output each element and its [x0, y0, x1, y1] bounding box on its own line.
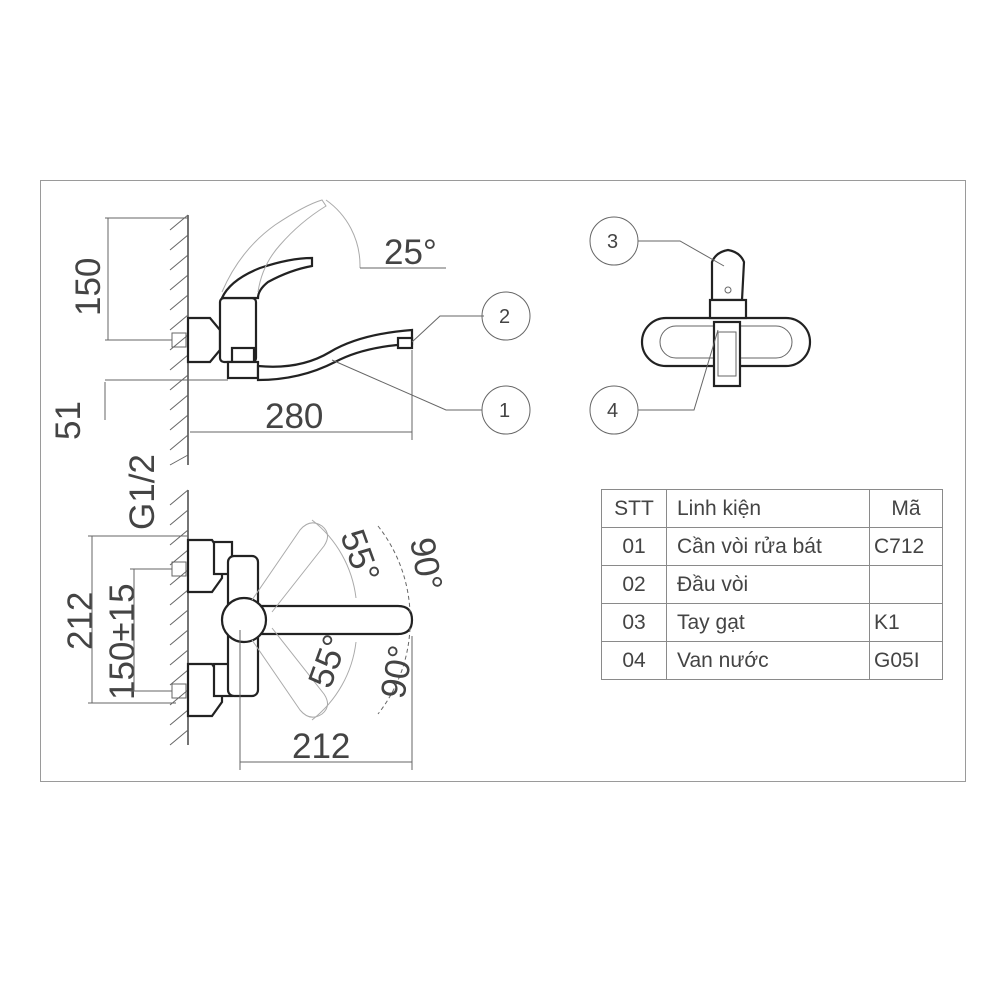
cell-code: K1 [869, 603, 943, 642]
cell-stt: 02 [601, 565, 667, 604]
side-height-label: 150 [69, 258, 108, 316]
callout-circle-3 [589, 216, 639, 266]
cell-component: Tay gạt [666, 603, 870, 642]
table-row: 04 Van nước G05I [601, 641, 943, 680]
callout-4: 4 [607, 400, 618, 422]
cell-code [869, 565, 943, 604]
top-view [640, 248, 812, 388]
callout-1: 1 [499, 400, 510, 422]
table-row: 03 Tay gạt K1 [601, 603, 943, 642]
thread-label: G1/2 [123, 454, 162, 530]
front-view: 150±15 212 G1/2 55° 55° 90° 90° 212 [61, 454, 450, 770]
front-width-label: 212 [292, 727, 350, 766]
cell-code: C712 [869, 527, 943, 566]
cell-code: G05I [869, 641, 943, 680]
parts-table: STT Linh kiện Mã 01 Cần vòi rửa bát C712… [601, 489, 943, 680]
callouts: 2 1 3 4 [331, 216, 725, 435]
header-code: Mã [869, 489, 943, 528]
side-length-label: 280 [265, 397, 323, 436]
callout-circle-2 [481, 291, 531, 341]
cell-component: Van nước [666, 641, 870, 680]
swivel-angle-bottom-label: 55° [301, 630, 356, 693]
drawing-frame [40, 180, 966, 782]
table-row: 01 Cần vòi rửa bát C712 [601, 527, 943, 566]
cell-component: Cần vòi rửa bát [666, 527, 870, 566]
front-height-label: 212 [61, 592, 100, 650]
side-offset-label: 51 [49, 401, 88, 440]
cell-stt: 04 [601, 641, 667, 680]
callout-3: 3 [607, 231, 618, 253]
cell-component: Đầu vòi [666, 565, 870, 604]
swivel-angle-top-label: 55° [332, 524, 387, 587]
rotation-top-label: 90° [402, 535, 450, 594]
table-header-row: STT Linh kiện Mã [601, 489, 943, 528]
wall-hatch-top [169, 214, 189, 466]
table-row: 02 Đầu vòi [601, 565, 943, 604]
header-component: Linh kiện [666, 489, 870, 528]
cell-stt: 03 [601, 603, 667, 642]
callout-circle-4 [589, 385, 639, 435]
side-view: 25° 150 51 280 [49, 199, 446, 466]
header-stt: STT [601, 489, 667, 528]
handle-angle-label: 25° [384, 233, 437, 272]
front-spacing-label: 150±15 [103, 583, 142, 700]
callout-circle-1 [481, 385, 531, 435]
rotation-bottom-label: 90° [373, 642, 421, 701]
cell-stt: 01 [601, 527, 667, 566]
wall-hatch-bottom [169, 489, 189, 746]
callout-2: 2 [499, 306, 510, 328]
